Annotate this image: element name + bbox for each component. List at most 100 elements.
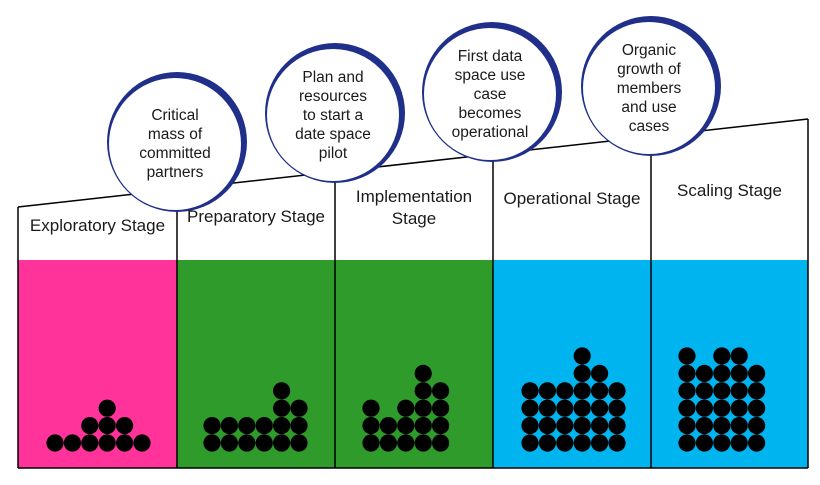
- milestone-first-use-case: First data space use case becomes operat…: [428, 32, 552, 156]
- milestone-line: resources: [298, 87, 368, 105]
- dot-preparatory: [238, 434, 256, 452]
- dot-preparatory: [220, 434, 238, 452]
- milestone-line: operational: [451, 123, 529, 141]
- dot-scaling: [748, 434, 766, 452]
- milestone-disc: [109, 78, 241, 210]
- dot-operational: [591, 434, 609, 452]
- dot-scaling: [678, 382, 696, 400]
- milestone-line: mass of: [147, 126, 203, 143]
- milestone-line: date space: [295, 125, 371, 143]
- dot-exploratory: [133, 434, 151, 452]
- milestone-line: pilot: [318, 144, 348, 162]
- dot-preparatory: [273, 399, 291, 417]
- dot-scaling: [748, 382, 766, 400]
- dot-preparatory: [290, 399, 308, 417]
- dot-operational: [608, 417, 626, 435]
- dot-implementation: [397, 434, 415, 452]
- dot-operational: [573, 434, 591, 452]
- dot-operational: [521, 434, 539, 452]
- dot-scaling: [678, 364, 696, 382]
- milestone-plan-and-resources: Plan and resources to start a date space…: [271, 53, 395, 177]
- dot-operational: [538, 434, 557, 452]
- milestone-organic-growth: Organic growth of members and use cases: [587, 26, 711, 150]
- dot-implementation: [397, 399, 415, 417]
- dot-operational: [538, 417, 557, 435]
- milestone-line: growth of: [617, 60, 681, 78]
- milestone-line: to start a: [302, 106, 364, 124]
- dot-preparatory: [255, 417, 273, 435]
- stage-panel-scaling: [651, 260, 808, 468]
- dot-operational: [591, 417, 609, 435]
- dot-implementation: [414, 434, 432, 452]
- dot-implementation: [379, 417, 397, 435]
- dot-implementation: [362, 417, 380, 435]
- dot-exploratory: [116, 417, 134, 435]
- stage-panel-operational: [493, 260, 651, 468]
- stage-label-implementation: Implementation Stage: [355, 187, 473, 229]
- dot-implementation: [362, 399, 380, 417]
- dot-exploratory: [98, 417, 116, 435]
- dot-scaling: [695, 399, 714, 417]
- milestone-line: members: [616, 79, 682, 97]
- dot-scaling: [678, 347, 696, 365]
- milestone-critical-mass: Critical mass of committed partners: [113, 82, 237, 206]
- dot-implementation: [414, 399, 432, 417]
- dot-scaling: [748, 417, 766, 435]
- dot-scaling: [730, 382, 748, 400]
- milestone-line: cases: [628, 117, 670, 135]
- milestone-line: partners: [146, 164, 204, 181]
- dot-exploratory: [98, 399, 116, 417]
- dot-scaling: [678, 399, 696, 417]
- dot-operational: [591, 364, 609, 382]
- dot-operational: [521, 399, 539, 417]
- dot-operational: [573, 347, 591, 365]
- dot-exploratory: [81, 434, 99, 452]
- stage-label-operational: Operational Stage: [503, 189, 641, 209]
- dot-operational: [538, 382, 557, 400]
- dot-operational: [556, 434, 574, 452]
- dot-operational: [556, 382, 574, 400]
- dot-scaling: [713, 382, 731, 400]
- milestone-line: First data: [457, 47, 523, 65]
- dot-operational: [591, 399, 609, 417]
- dot-operational: [573, 364, 591, 382]
- dot-operational: [521, 382, 539, 400]
- stage-panel-exploratory: [18, 260, 177, 468]
- dot-operational: [608, 434, 626, 452]
- stage-panel-preparatory: [177, 260, 335, 468]
- dot-scaling: [713, 347, 731, 365]
- dot-scaling: [730, 417, 748, 435]
- dot-preparatory: [220, 417, 238, 435]
- milestone-line: and use: [621, 98, 677, 116]
- stage-label-scaling: Scaling Stage: [677, 180, 782, 200]
- dot-scaling: [695, 434, 714, 452]
- dot-implementation: [432, 382, 450, 400]
- dot-preparatory: [238, 417, 256, 435]
- dot-implementation: [432, 434, 450, 452]
- dot-scaling: [713, 364, 731, 382]
- dot-preparatory: [273, 382, 291, 400]
- dot-preparatory: [255, 434, 273, 452]
- dot-exploratory: [63, 434, 81, 452]
- dot-scaling: [695, 382, 714, 400]
- dot-scaling: [678, 417, 696, 435]
- dot-operational: [608, 382, 626, 400]
- dot-operational: [573, 382, 591, 400]
- dot-scaling: [730, 434, 748, 452]
- dot-preparatory: [203, 434, 221, 452]
- stage-label-preparatory: Preparatory Stage: [187, 206, 325, 226]
- milestone-disc: [267, 49, 399, 181]
- milestone-line: case: [473, 85, 507, 103]
- milestone-line: space use: [454, 66, 526, 84]
- dot-preparatory: [203, 417, 221, 435]
- dot-scaling: [748, 399, 766, 417]
- dot-operational: [608, 399, 626, 417]
- dot-operational: [573, 417, 591, 435]
- milestone-line: committed: [139, 145, 211, 162]
- dot-operational: [556, 399, 574, 417]
- dot-scaling: [713, 399, 731, 417]
- dot-implementation: [397, 417, 415, 435]
- dot-scaling: [713, 434, 731, 452]
- dot-preparatory: [273, 417, 291, 435]
